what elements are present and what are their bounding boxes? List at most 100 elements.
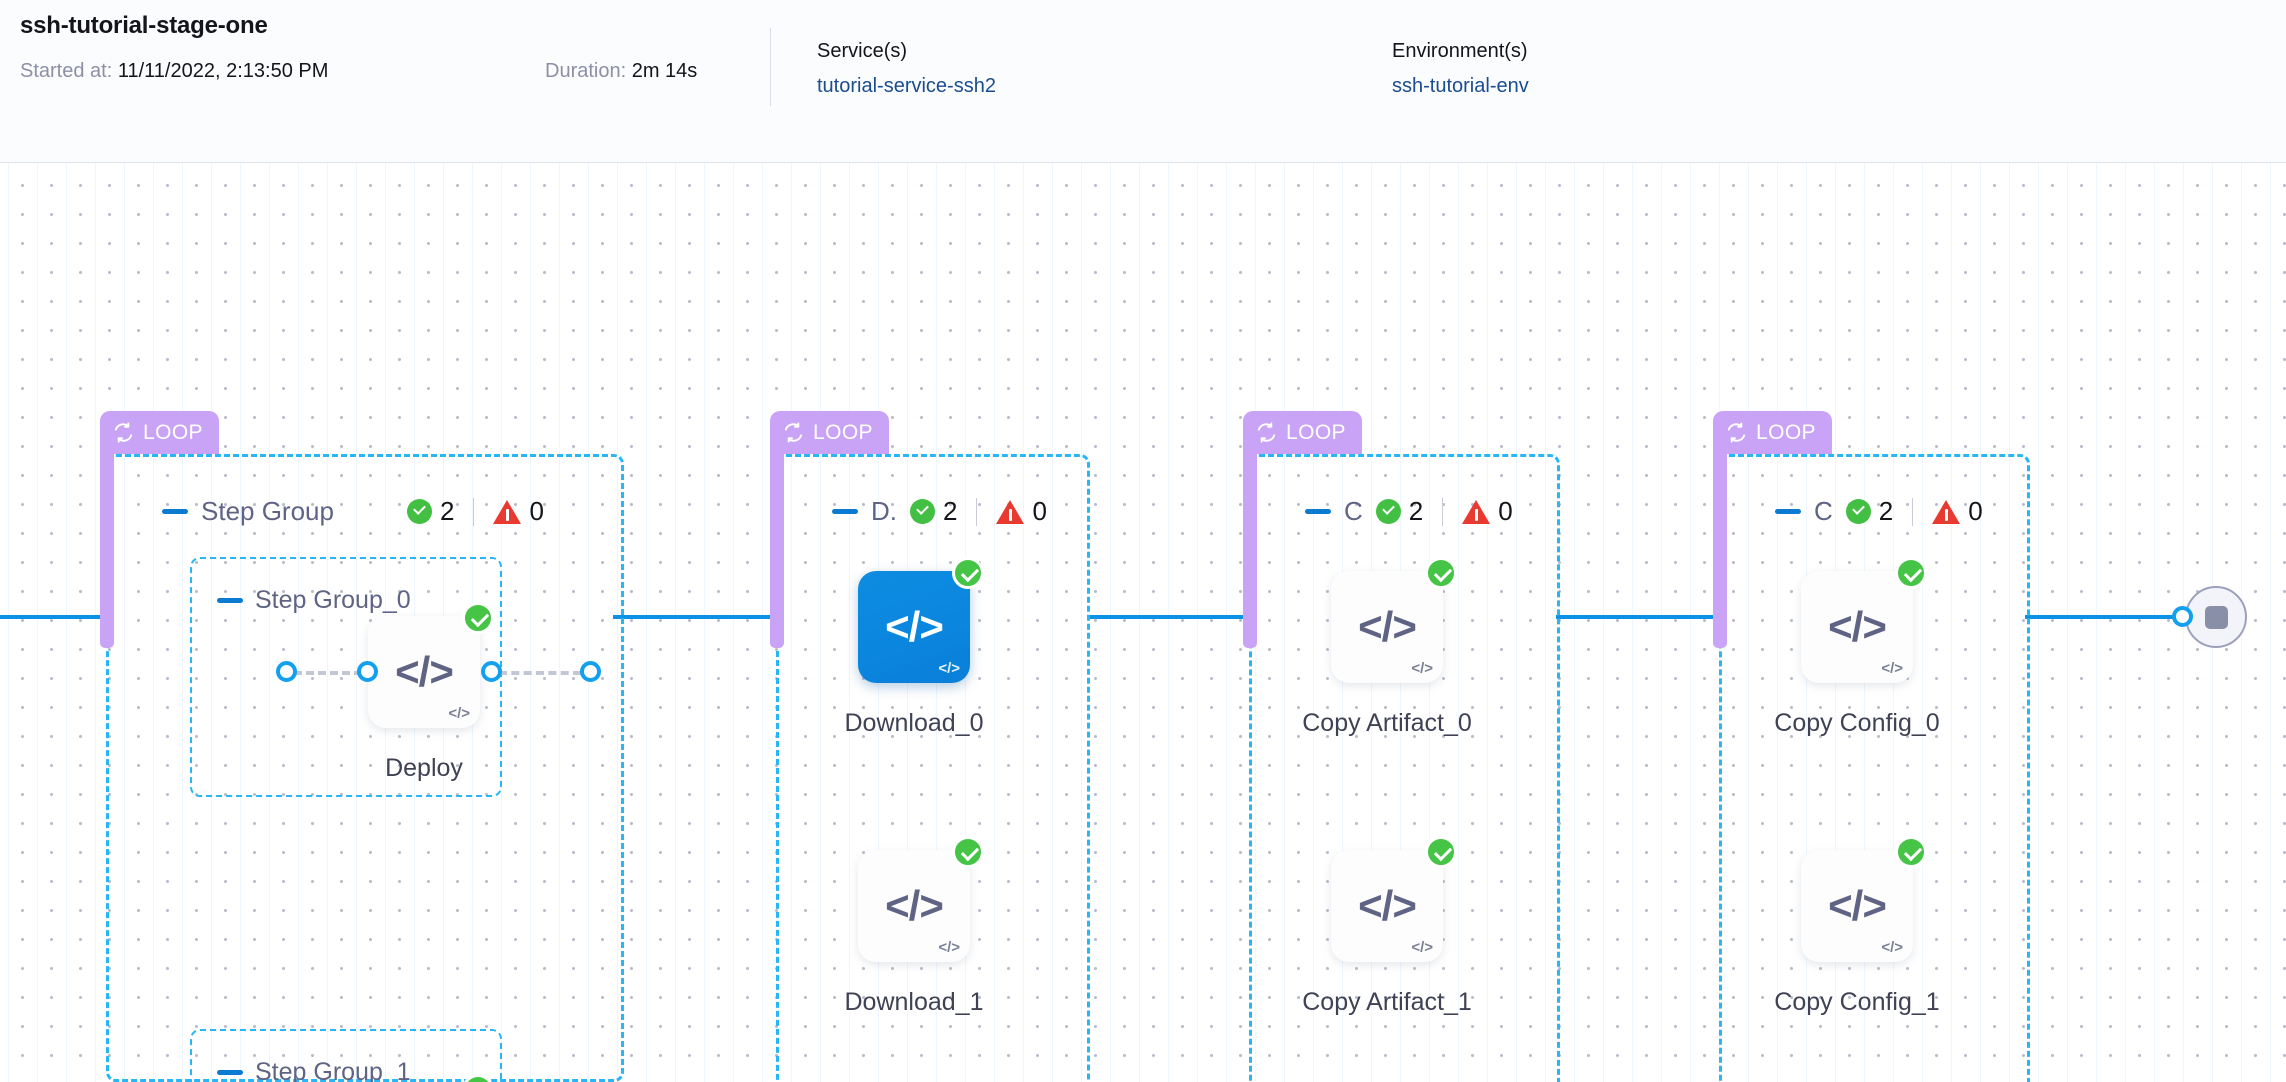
collapse-toggle-icon[interactable] (217, 598, 243, 603)
loop-badge[interactable]: LOOP (1713, 411, 1832, 454)
loop-badge-label: LOOP (143, 420, 203, 444)
count-divider (473, 497, 475, 526)
status-success-icon (952, 836, 984, 868)
success-count-value: 2 (439, 496, 455, 526)
error-count-value: 0 (1498, 496, 1513, 526)
pipeline-connector-0 (0, 615, 108, 619)
error-count: 0 (1462, 496, 1513, 527)
warning-triangle-icon (1462, 499, 1491, 524)
error-count-value: 0 (529, 496, 544, 526)
duration-label: Duration: (545, 60, 627, 82)
status-success-icon (1425, 557, 1457, 589)
code-type-icon: </> (1411, 939, 1433, 956)
group-title: C (1344, 496, 1363, 526)
status-success-icon (1895, 557, 1927, 589)
error-count-value: 0 (1968, 496, 1983, 526)
success-check-icon (1375, 499, 1401, 524)
loop-icon (1257, 422, 1276, 443)
connection-port-left-inner[interactable] (357, 661, 378, 682)
success-count-value: 2 (943, 496, 958, 526)
status-success-icon (462, 602, 494, 634)
connection-port-left-outer[interactable] (276, 661, 297, 682)
dashed-connector-right (499, 671, 581, 675)
group-boundary[interactable] (1249, 454, 1560, 1082)
execution-header: ssh-tutorial-stage-one Started at: 11/11… (0, 0, 2286, 163)
sub-group-boundary-0[interactable] (190, 557, 502, 797)
environments-column: Environment(s) ssh-tutorial-env (1392, 40, 1529, 98)
loop-badge-label: LOOP (1286, 420, 1346, 444)
node-label-copy-artifact-1: Copy Artifact_1 (1302, 988, 1472, 1016)
loop-side-bar (1243, 448, 1257, 648)
success-check-icon (1845, 499, 1871, 524)
group-header: C 2 0 (1305, 496, 1513, 527)
step-node-download-1[interactable]: </> </> (858, 836, 984, 962)
code-type-icon: </> (938, 660, 960, 677)
code-icon: </> (1358, 882, 1417, 929)
step-node-copy-artifact-0[interactable]: </> </> (1331, 557, 1457, 683)
end-node-port[interactable] (2172, 606, 2193, 627)
sub-group-boundary-1[interactable] (190, 1029, 502, 1082)
connection-port-right-outer[interactable] (580, 661, 601, 682)
collapse-toggle-icon[interactable] (832, 509, 858, 514)
collapse-toggle-icon[interactable] (162, 509, 188, 514)
error-count: 0 (493, 496, 544, 527)
collapse-toggle-icon[interactable] (1305, 509, 1331, 514)
services-title: Service(s) (817, 40, 908, 62)
loop-badge[interactable]: LOOP (100, 411, 219, 454)
success-check-icon (406, 499, 432, 524)
collapse-toggle-icon[interactable] (217, 1070, 243, 1075)
success-count-value: 2 (1878, 496, 1894, 526)
page-title: ssh-tutorial-stage-one (20, 12, 268, 39)
code-icon: </> (885, 882, 944, 929)
services-link[interactable]: tutorial-service-ssh2 (817, 75, 996, 97)
step-node-download-0[interactable]: </> </> (858, 557, 984, 683)
success-count-value: 2 (1408, 496, 1424, 526)
status-success-icon (1895, 836, 1927, 868)
started-at-row: Started at: 11/11/2022, 2:13:50 PM (20, 60, 328, 83)
group-boundary[interactable] (776, 454, 1090, 1082)
loop-badge[interactable]: LOOP (770, 411, 889, 454)
count-divider (1912, 497, 1914, 526)
success-count: 2 (1375, 496, 1424, 527)
code-icon: </> (1828, 882, 1887, 929)
pipeline-canvas[interactable]: LOOP Step Group 2 0 Step Group_0 (0, 163, 2286, 1082)
group-header: D. 2 0 (832, 496, 1047, 527)
loop-badge-label: LOOP (1756, 420, 1816, 444)
step-node-copy-config-1[interactable]: </> </> (1801, 836, 1927, 962)
success-count: 2 (910, 496, 957, 527)
node-label-download-0: Download_0 (844, 709, 984, 737)
loop-side-bar (100, 448, 114, 648)
error-count: 0 (1932, 496, 1983, 527)
code-type-icon: </> (1881, 660, 1903, 677)
step-node-deploy[interactable]: </> </> (368, 602, 494, 728)
success-count: 2 (1845, 496, 1894, 527)
loop-badge[interactable]: LOOP (1243, 411, 1362, 454)
environments-link[interactable]: ssh-tutorial-env (1392, 75, 1529, 97)
pipeline-connector-3 (1556, 615, 1716, 619)
collapse-toggle-icon[interactable] (1775, 509, 1801, 514)
group-boundary[interactable] (1719, 454, 2030, 1082)
node-label-deploy: Deploy (385, 754, 463, 782)
loop-badge-label: LOOP (813, 420, 873, 444)
status-success-icon (952, 557, 984, 589)
connection-port-right-inner[interactable] (481, 661, 502, 682)
code-type-icon: </> (448, 705, 470, 722)
group-header: Step Group 2 0 (162, 496, 544, 527)
loop-icon (1727, 422, 1746, 443)
dashed-connector-left (294, 671, 374, 675)
node-label-copy-config-1: Copy Config_1 (1774, 988, 1940, 1016)
step-node-copy-artifact-1[interactable]: </> </> (1331, 836, 1457, 962)
node-label-copy-artifact-0: Copy Artifact_0 (1302, 709, 1472, 737)
services-column: Service(s) tutorial-service-ssh2 (817, 40, 996, 98)
count-divider (1442, 497, 1444, 526)
code-icon: </> (395, 648, 454, 695)
error-count: 0 (996, 496, 1047, 527)
group-boundary[interactable] (106, 454, 624, 1082)
group-header: C 2 0 (1775, 496, 1983, 527)
code-icon: </> (885, 603, 944, 650)
pipeline-end-node[interactable] (2185, 586, 2247, 648)
sub-group-header-0: Step Group_0 (217, 586, 411, 615)
step-node-copy-config-0[interactable]: </> </> (1801, 557, 1927, 683)
pipeline-connector-1 (613, 615, 773, 619)
code-type-icon: </> (938, 939, 960, 956)
